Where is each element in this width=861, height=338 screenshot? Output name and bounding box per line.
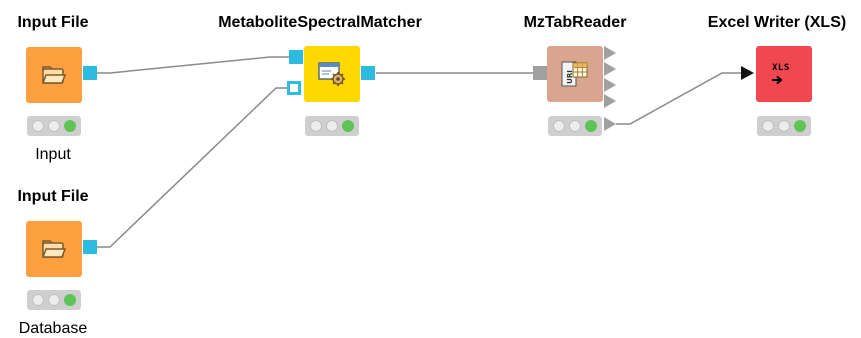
output-port-2[interactable] [604,62,616,76]
output-port[interactable] [83,66,97,80]
node-body[interactable]: XLS [756,46,812,102]
uri-table-icon: URI [561,61,588,87]
status-light-executed [585,120,597,132]
connection-database-to-matcher[interactable] [97,87,289,248]
output-port-4[interactable] [604,94,616,108]
node-body[interactable]: URI [547,46,603,102]
status-lights [757,116,811,136]
node-body[interactable] [26,221,82,277]
status-lights [548,116,602,136]
status-lights [305,116,359,136]
node-title: Input File [17,14,89,31]
status-light-idle [48,120,60,132]
arrow-right-icon [772,75,783,85]
input-port[interactable] [741,66,754,80]
xls-arrow-icon: XLS [770,63,800,87]
status-light-idle [569,120,581,132]
status-lights [27,116,81,136]
status-light-idle [32,294,44,306]
xls-icon-label: XLS [772,63,790,73]
status-light-executed [64,120,76,132]
status-light-idle [310,120,322,132]
input-port[interactable] [533,66,547,80]
node-title: MetaboliteSpectralMatcher [218,14,422,31]
output-port-3[interactable] [604,78,616,92]
status-light-idle [326,120,338,132]
status-light-executed [64,294,76,306]
node-body[interactable] [304,46,360,102]
node-body[interactable] [26,47,82,103]
status-light-idle [762,120,774,132]
status-light-idle [553,120,565,132]
folder-open-icon [41,240,67,258]
node-caption[interactable]: Input [35,146,71,163]
folder-open-icon [41,66,67,84]
node-title: MzTabReader [523,14,627,31]
output-port[interactable] [83,240,97,254]
status-lights [27,290,81,310]
input-port-1[interactable] [289,50,303,64]
node-title: Input File [17,188,89,205]
input-port-2[interactable] [287,81,301,95]
output-port[interactable] [361,66,375,80]
svg-text:URI: URI [566,70,574,84]
connection-input-to-matcher[interactable] [97,56,289,74]
output-port-5[interactable] [604,117,616,131]
status-light-idle [778,120,790,132]
status-light-executed [794,120,806,132]
node-caption[interactable]: Database [18,320,88,337]
status-light-idle [48,294,60,306]
output-port-1[interactable] [604,46,616,60]
window-gear-icon [318,62,345,86]
status-light-idle [32,120,44,132]
status-light-executed [342,120,354,132]
connection-mztabreader-to-excel[interactable] [616,72,741,125]
node-title: Excel Writer (XLS) [707,14,847,31]
